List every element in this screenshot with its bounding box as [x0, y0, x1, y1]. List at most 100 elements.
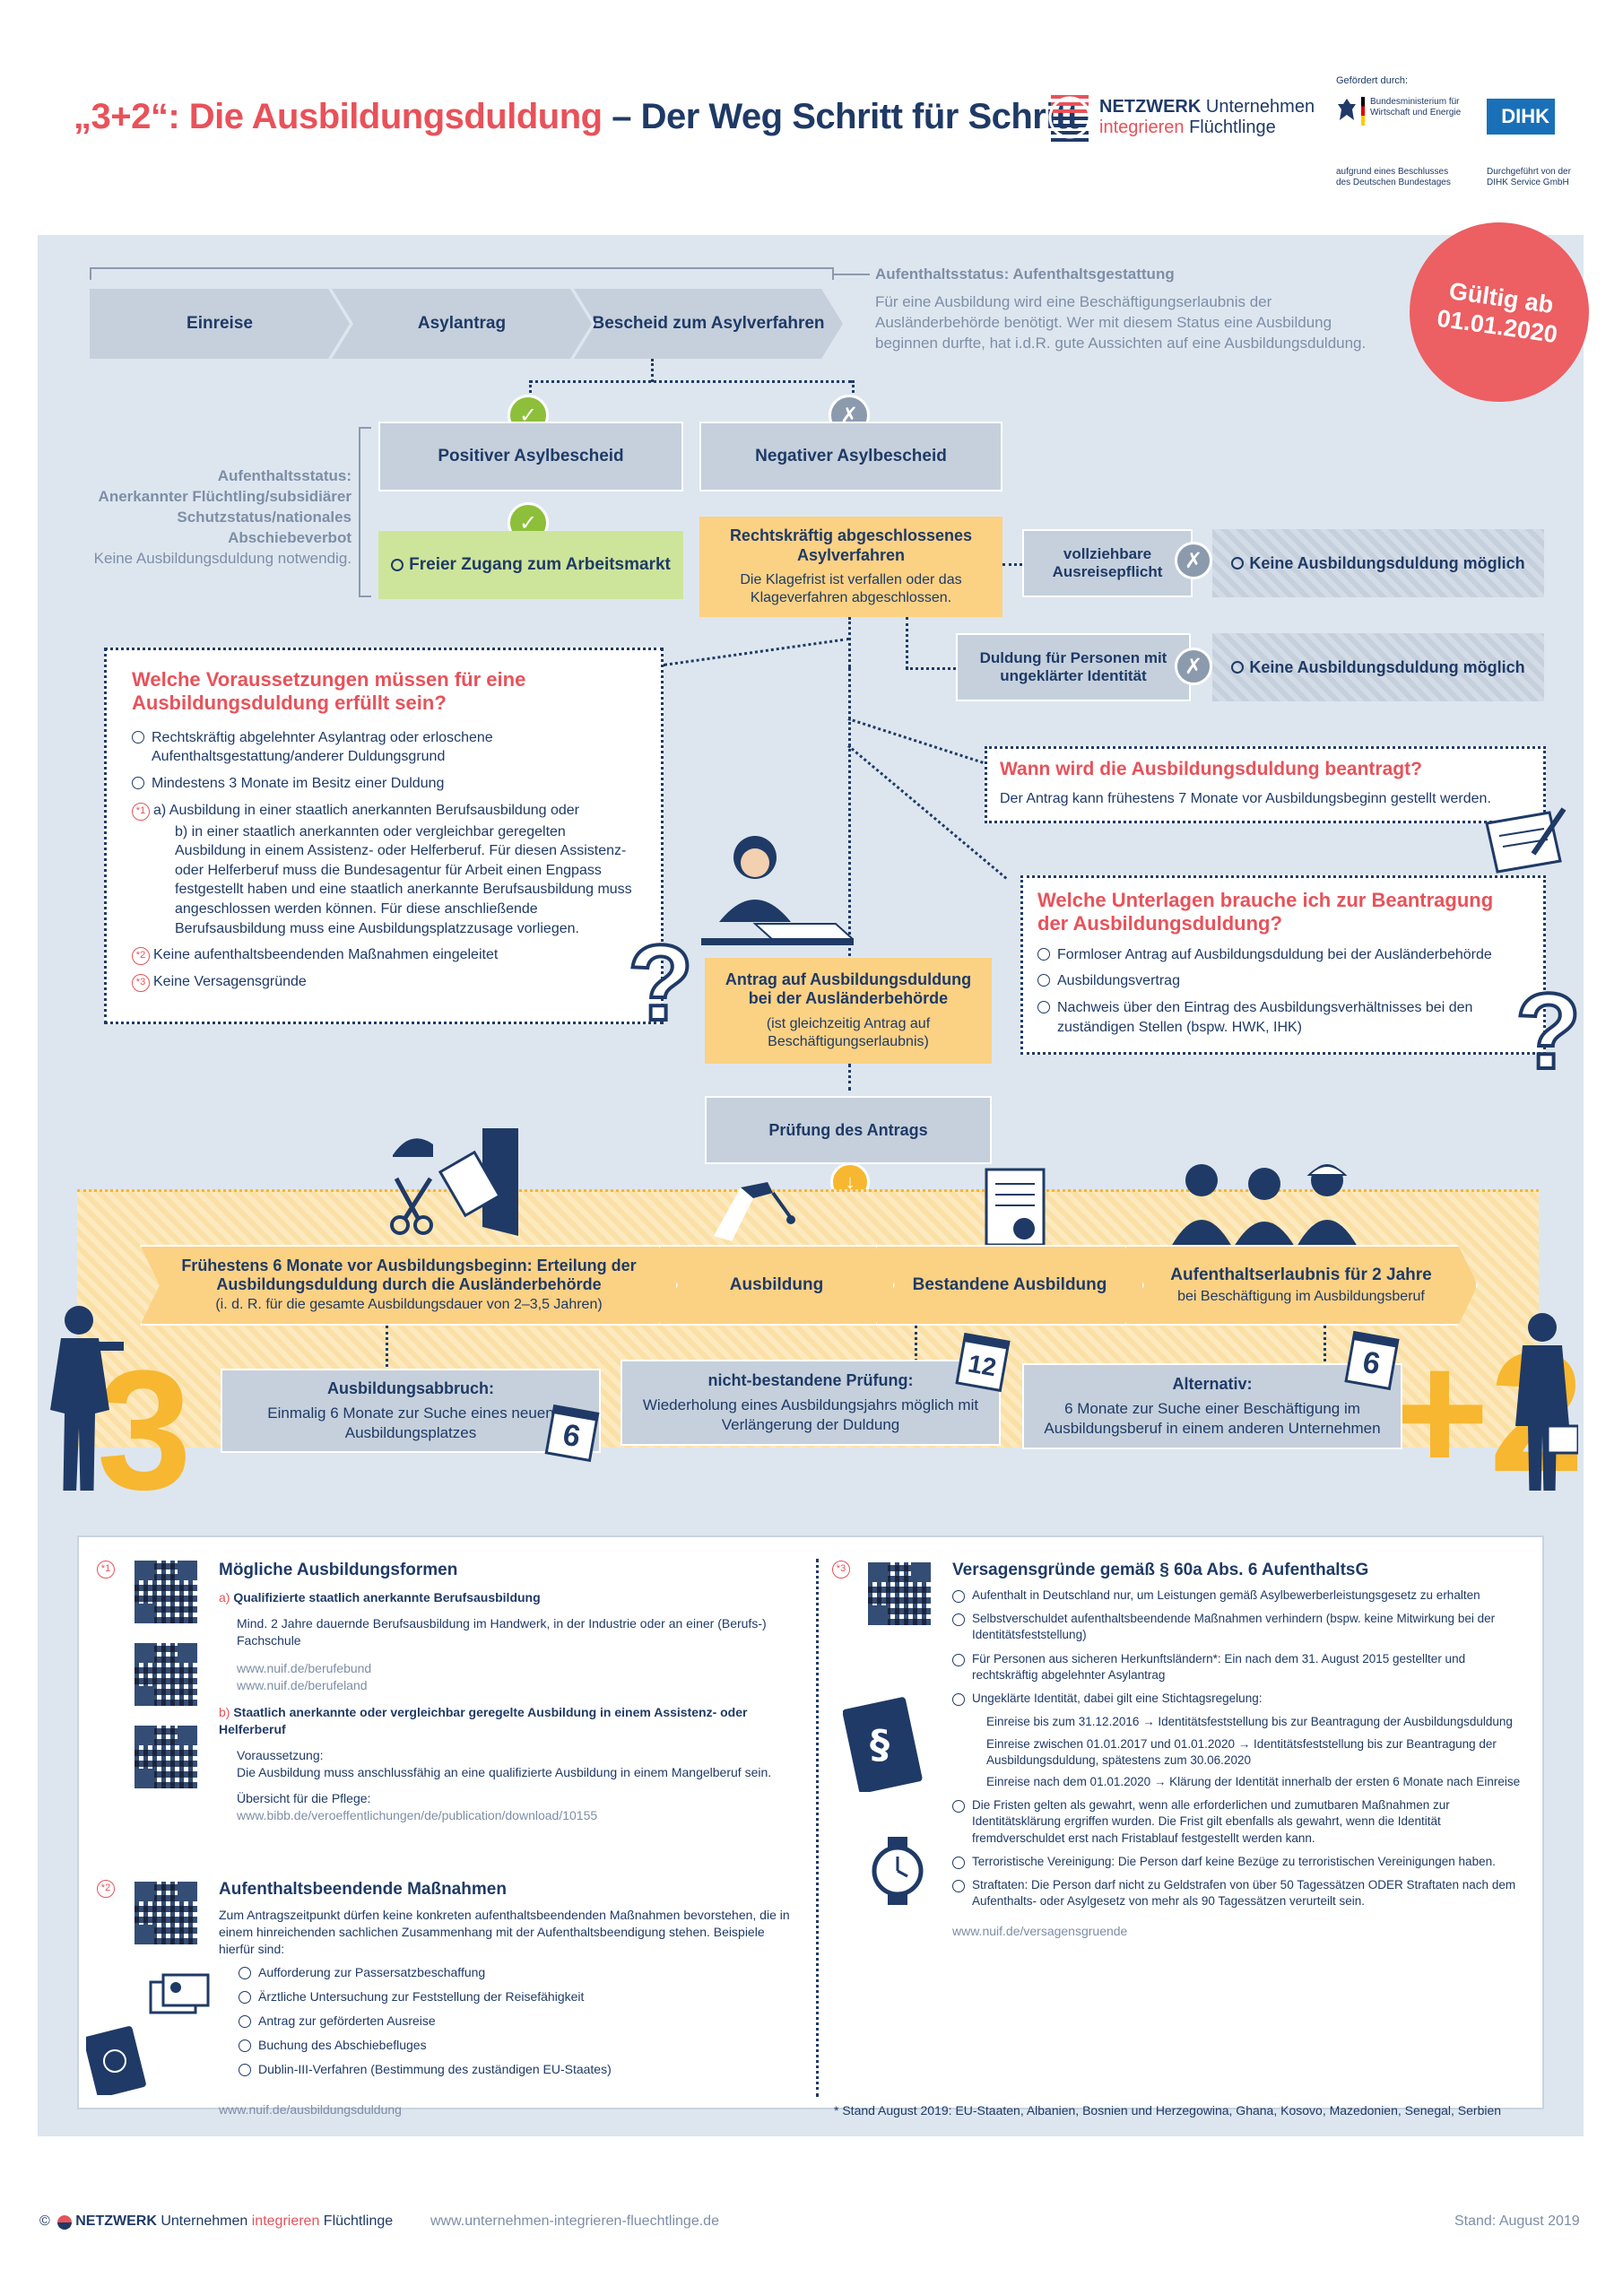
- qr-code-1: [135, 1561, 197, 1623]
- unterlagen-item-2: Ausbildungsvertrag: [1037, 971, 1529, 991]
- unterlagen-item-3: Nachweis über den Eintrag des Ausbildung…: [1037, 998, 1529, 1037]
- notes-panel: [77, 1535, 1544, 2109]
- final-decision-box: Rechtskräftig abgeschlossenes Asylverfah…: [699, 517, 1002, 617]
- note3-item-1: Aufenthalt in Deutschland nur, um Leistu…: [952, 1587, 1524, 1604]
- note2-item-5: Dublin-III-Verfahren (Bestimmung des zus…: [239, 2061, 794, 2078]
- timeline-erteilung: Frühestens 6 Monate vor Ausbildungsbegin…: [140, 1245, 678, 1326]
- antrag-title: Antrag auf Ausbildungsduldung bei der Au…: [725, 970, 972, 1007]
- footer-logo-icon: [57, 2215, 72, 2230]
- footnote-mark-2: *2: [132, 947, 150, 966]
- footer-url[interactable]: www.unternehmen-integrieren-fluechtlinge…: [430, 2213, 719, 2229]
- note2-item-1: Aufforderung zur Passersatzbeschaffung: [239, 1964, 794, 1981]
- wann-title: Wann wird die Ausbildungsduldung beantra…: [1000, 759, 1422, 779]
- note1-b-label: Voraussetzung:: [237, 1748, 324, 1763]
- note1-b-link[interactable]: www.bibb.de/veroeffentlichungen/de/publi…: [237, 1807, 598, 1822]
- connector-identity-drop: [906, 617, 908, 669]
- note1-a-link2[interactable]: www.nuif.de/berufeland: [237, 1677, 368, 1692]
- question-mark-icon-2: ?: [1514, 971, 1583, 1091]
- note1-b-title: Staatlich anerkannte oder vergleichbar g…: [219, 1705, 748, 1737]
- tools-icon: [390, 1128, 518, 1236]
- timeline-bestanden: Bestandene Ausbildung: [875, 1245, 1144, 1326]
- alternativ-box: Alternativ: 6 Monate zur Suche einer Bes…: [1022, 1363, 1402, 1449]
- logo-unternehmen: Unternehmen: [1201, 97, 1315, 117]
- dihk-note: Durchgeführt von der DIHK Service GmbH: [1487, 167, 1571, 187]
- title-part1: „3+2“: Die Ausbildungsduldung: [74, 97, 603, 136]
- abbruch-title: Ausbildungsabbruch:: [327, 1379, 494, 1398]
- person-left-icon: [50, 1306, 124, 1514]
- unterlagen-item-1: Formloser Antrag auf Ausbildungsduldung …: [1037, 945, 1529, 965]
- voraussetzung-item-1: Rechtskräftig abgelehnter Asylantrag ode…: [132, 728, 639, 767]
- footer-netzwerk: NETZWERK: [75, 2213, 157, 2229]
- check-icon: [391, 559, 404, 571]
- identity-label: Duldung für Personen mit ungeklärter Ide…: [979, 648, 1167, 684]
- note2-list: Aufforderung zur Passersatzbeschaffung Ä…: [239, 1964, 794, 2084]
- title-dash: –: [602, 97, 641, 136]
- footer-copyright: ©: [39, 2213, 50, 2229]
- logo-fluechtlinge: Flüchtlinge: [1184, 117, 1276, 137]
- calendar-6b-label: 6: [1359, 1344, 1384, 1382]
- note2-item-4: Buchung des Abschiebefluges: [239, 2037, 794, 2054]
- step-asylantrag-label: Asylantrag: [417, 314, 507, 333]
- qr-code-2: [135, 1643, 197, 1706]
- connector-bescheid: [651, 359, 654, 382]
- connector-final-down: [848, 617, 851, 667]
- status-text: Für eine Ausbildung wird eine Beschäftig…: [875, 293, 1367, 352]
- eagle-icon: [1338, 99, 1356, 120]
- pruefung-box: Prüfung des Antrags: [705, 1096, 992, 1164]
- note3-link[interactable]: www.nuif.de/versagensgruende: [952, 1923, 1128, 1938]
- timeline-bestanden-label: Bestandene Ausbildung: [912, 1275, 1107, 1294]
- footnote-mark-3: *3: [132, 974, 150, 993]
- voraussetzung-item-3b: b) in einer staatlich anerkannten oder v…: [175, 823, 632, 936]
- voraussetzung-item-5-text: Keine Versagensgründe: [153, 974, 307, 990]
- wann-card: Wann wird die Ausbildungsduldung beantra…: [985, 746, 1546, 823]
- qr-code-4: [135, 1882, 197, 1944]
- connector-left-drop: [529, 380, 532, 393]
- question-mark-icon: ?: [626, 923, 695, 1043]
- connector-right-drop: [852, 380, 855, 393]
- law-book-icon: §: [843, 1697, 923, 1792]
- note3-item-3: Für Personen aus sicheren Herkunftslände…: [952, 1651, 1524, 1683]
- minus-icon: [1231, 557, 1245, 570]
- note2-item-3: Antrag zur geförderten Ausreise: [239, 2013, 794, 2030]
- thumbs-down-icon-2: ✗: [1175, 542, 1212, 579]
- note3-footnote: * Stand August 2019: EU-Staaten, Albanie…: [834, 2103, 1502, 2118]
- antrag-box: Antrag auf Ausbildungsduldung bei der Au…: [705, 958, 992, 1064]
- note1-a-link1[interactable]: www.nuif.de/berufebund: [237, 1660, 372, 1675]
- nichtbestanden-box: nicht-bestandene Prüfung: Wiederholung e…: [621, 1360, 1001, 1446]
- note3-title: Versagensgründe gemäß § 60a Abs. 6 Aufen…: [952, 1561, 1369, 1579]
- note2-item-2: Ärztliche Untersuchung zur Feststellung …: [239, 1988, 794, 2005]
- note1-body: a) Qualifizierte staatlich anerkannte Be…: [219, 1589, 793, 1824]
- pruefung-label: Prüfung des Antrags: [768, 1120, 928, 1139]
- step-bescheid: Bescheid zum Asylverfahren: [574, 289, 843, 359]
- note1-a-mark: a): [219, 1590, 230, 1605]
- note1-a-title: Qualifizierte staatlich anerkannte Beruf…: [233, 1590, 541, 1605]
- note3-item-5: Die Fristen gelten als gewahrt, wenn all…: [952, 1797, 1524, 1847]
- note3-sub-2: Einreise zwischen 01.01.2017 und 01.01.2…: [986, 1736, 1497, 1767]
- note3-item-6: Terroristische Vereinigung: Die Person d…: [952, 1854, 1524, 1870]
- wann-text: Der Antrag kann frühestens 7 Monate vor …: [1000, 791, 1491, 807]
- nichtbestanden-title: nicht-bestandene Prüfung:: [707, 1371, 914, 1390]
- note2-link[interactable]: www.nuif.de/ausbildungsduldung: [219, 2102, 402, 2117]
- no-duldung-label-2: Keine Ausbildungsduldung möglich: [1249, 657, 1525, 676]
- connector-identity: [906, 667, 956, 670]
- calendar-6-label: 6: [560, 1417, 584, 1455]
- logo-integrieren: integrieren: [1099, 117, 1185, 137]
- minus-icon-2: [1231, 661, 1245, 674]
- positive-decision-box: Positiver Asylbescheid: [378, 422, 683, 491]
- clock-icon: [872, 1837, 924, 1905]
- step-einreise-label: Einreise: [187, 314, 253, 333]
- final-decision-title: Rechtskräftig abgeschlossenes Asylverfah…: [729, 526, 973, 564]
- footer-brand: © NETZWERK Unternehmen integrieren Flüch…: [39, 2213, 393, 2230]
- note2-mark: *2: [97, 1880, 115, 1898]
- connector-abbruch: [386, 1326, 388, 1367]
- title-part2: Der Weg Schritt für Schritt: [640, 97, 1080, 136]
- footer-stand: Stand: August 2019: [1454, 2213, 1580, 2229]
- nichtbestanden-text: Wiederholung eines Ausbildungsjahrs mögl…: [642, 1396, 979, 1433]
- netzwerk-logo: NETZWERK Unternehmen integrieren Flüchtl…: [1047, 88, 1406, 151]
- workers-group-icon: [1171, 1164, 1358, 1247]
- bmwi-note: aufgrund eines Beschlusses des Deutschen…: [1336, 167, 1451, 187]
- page-title: „3+2“: Die Ausbildungsduldung – Der Weg …: [74, 97, 1079, 137]
- signing-document-icon: [1485, 807, 1567, 874]
